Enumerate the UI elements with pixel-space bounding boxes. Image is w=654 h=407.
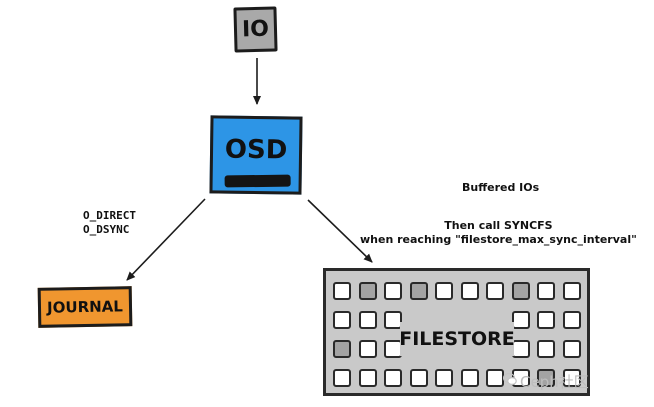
io-node: IO — [233, 6, 278, 53]
filestore-key — [384, 311, 402, 329]
filestore-key — [409, 369, 428, 387]
wechat-icon — [503, 372, 517, 386]
filestore-key — [537, 369, 555, 387]
syncfs-line-1: Then call SYNCFS — [444, 219, 553, 232]
filestore-key — [358, 369, 377, 387]
o-dsync-label: O_DSYNC — [83, 223, 130, 236]
osd-node: OSD — [209, 115, 303, 195]
filestore-key — [562, 311, 581, 329]
filestore-key — [435, 282, 453, 300]
io-node-label: IO — [241, 16, 270, 43]
filestore-key — [384, 369, 402, 387]
filestore-key — [333, 311, 351, 329]
filestore-key — [486, 282, 504, 300]
direct-io-labels: O_DIRECT O_DSYNC — [83, 209, 136, 237]
filestore-key — [333, 340, 351, 358]
filestore-key — [511, 282, 530, 300]
filestore-key — [537, 311, 555, 329]
filestore-key — [511, 311, 530, 329]
filestore-key — [562, 369, 581, 387]
filestore-key — [435, 369, 453, 387]
journal-node: JOURNAL — [37, 286, 133, 328]
filestore-key — [384, 282, 402, 300]
filestore-key — [537, 282, 555, 300]
filestore-key — [537, 340, 555, 358]
filestore-key — [409, 282, 428, 300]
filestore-key — [562, 282, 581, 300]
filestore-key — [486, 369, 504, 387]
watermark: Ceph社区 — [520, 373, 589, 391]
filestore-key — [562, 340, 581, 358]
osd-bar — [224, 174, 291, 188]
arrow-osd-to-filestore — [307, 199, 373, 263]
o-direct-label: O_DIRECT — [83, 209, 136, 222]
filestore-key — [358, 311, 377, 329]
osd-node-label: OSD — [224, 134, 288, 166]
filestore-node-label: FILESTORE — [399, 322, 515, 356]
buffered-ios-label: Buffered IOs — [462, 181, 540, 194]
syncfs-line-2: when reaching "filestore_max_sync_interv… — [360, 233, 637, 246]
filestore-key — [333, 282, 351, 300]
filestore-key — [460, 369, 479, 387]
filestore-key — [358, 340, 377, 358]
arrow-osd-to-journal — [126, 198, 206, 281]
filestore-key — [358, 282, 377, 300]
syncfs-labels: Then call SYNCFS when reaching "filestor… — [360, 219, 637, 247]
journal-node-label: JOURNAL — [46, 297, 124, 317]
filestore-key — [460, 282, 479, 300]
filestore-key — [333, 369, 351, 387]
